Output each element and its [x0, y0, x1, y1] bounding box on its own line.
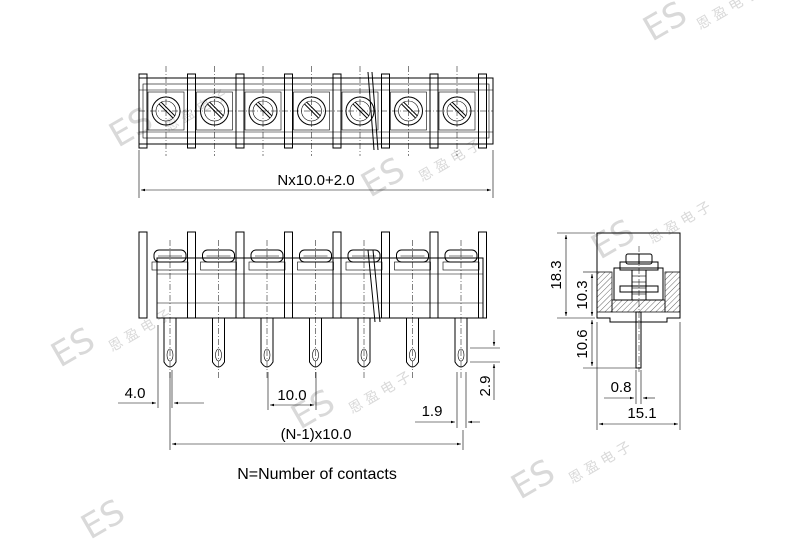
dim-total-length: Nx10.0+2.0	[138, 150, 494, 198]
svg-text:ES: ES	[585, 212, 642, 268]
pin-width-label: 1.9	[422, 403, 443, 420]
svg-text:恩 盈 电 子: 恩 盈 电 子	[694, 0, 762, 33]
height-total-label: 18.3	[548, 260, 565, 289]
front-pin	[454, 240, 468, 378]
pin-hole-label: 2.9	[477, 376, 494, 397]
front-barrier	[429, 231, 439, 319]
svg-text:ES: ES	[355, 150, 412, 206]
front-pin	[212, 240, 225, 378]
front-pin	[163, 240, 177, 378]
top-barrier	[478, 73, 487, 149]
top-view	[138, 66, 494, 156]
front-pin	[260, 240, 274, 378]
total-length-label: Nx10.0+2.0	[277, 172, 354, 189]
dim-pin-thickness: 0.8	[604, 370, 655, 404]
svg-text:ES: ES	[505, 452, 562, 508]
pin-length-label: 10.6	[574, 329, 591, 358]
svg-text:ES: ES	[75, 492, 132, 546]
span-label: (N-1)x10.0	[281, 426, 352, 443]
pin-thickness-label: 0.8	[611, 379, 632, 396]
front-pin	[406, 240, 419, 378]
dim-span: (N-1)x10.0	[169, 372, 464, 450]
side-body	[596, 232, 681, 323]
edge-offset-label: 4.0	[125, 385, 146, 402]
side-pin	[635, 311, 642, 369]
front-barrier	[187, 231, 196, 319]
dim-pin-length: 10.6	[574, 320, 636, 369]
svg-text:恩 盈 电 子: 恩 盈 电 子	[346, 369, 414, 418]
svg-text:ES: ES	[103, 100, 160, 156]
svg-text:恩 盈 电 子: 恩 盈 电 子	[566, 439, 634, 488]
dim-edge-offset: 4.0	[118, 325, 204, 408]
svg-text:ES: ES	[637, 0, 694, 50]
dim-pin-hole: 2.9	[470, 330, 500, 400]
pitch-label: 10.0	[277, 387, 306, 404]
side-view	[596, 232, 681, 372]
depth-label: 15.1	[627, 405, 656, 422]
front-view	[138, 231, 487, 378]
dim-pin-width: 1.9	[415, 372, 480, 428]
height-upper-label: 10.3	[574, 280, 591, 309]
front-barrier	[138, 231, 148, 319]
front-barrier	[284, 231, 293, 319]
dim-height-upper: 10.3	[574, 271, 597, 316]
svg-text:ES: ES	[45, 320, 102, 376]
watermark: ES 恩 盈 电 子 ES 恩 盈 电 子 ES 恩 盈 电 子 ES 恩 盈 …	[45, 0, 763, 546]
front-barrier	[478, 231, 487, 319]
front-pin	[357, 240, 371, 378]
front-barrier	[235, 231, 245, 319]
dim-pitch: 10.0	[267, 372, 317, 410]
top-terminal	[293, 66, 330, 156]
front-body	[156, 257, 484, 319]
note-number-of-contacts: N=Number of contacts	[237, 466, 397, 483]
front-barrier	[381, 231, 390, 319]
dim-height-total: 18.3	[548, 232, 595, 319]
front-pin	[309, 240, 322, 378]
dim-depth: 15.1	[596, 322, 681, 430]
front-barrier	[332, 231, 342, 319]
